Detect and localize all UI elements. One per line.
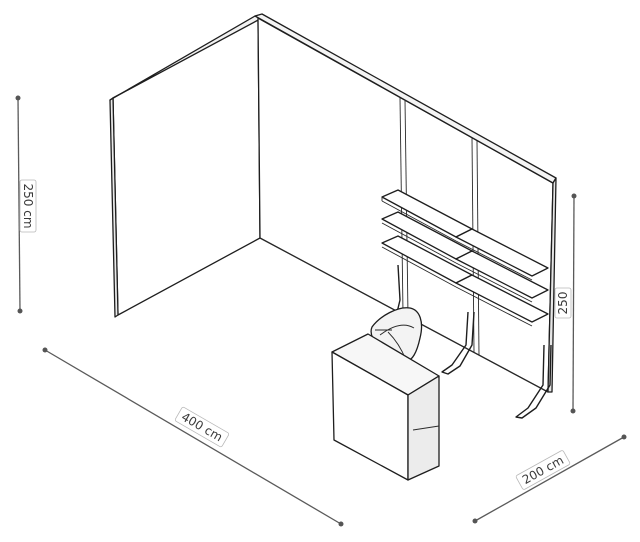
- height-right-label: 250: [556, 292, 570, 315]
- booth-structure: [109, 13, 557, 481]
- shelf-4: [455, 228, 549, 281]
- shelf-5: [455, 250, 549, 303]
- height-left-label: 250 cm: [21, 183, 35, 228]
- dimension-height-left: 250 cm: [15, 95, 37, 314]
- left-wall: [109, 15, 263, 318]
- dimension-width-front: 400 cm: [42, 347, 344, 527]
- shelves: [381, 189, 549, 327]
- counter: [331, 333, 440, 481]
- dimension-depth-right: 200 cm: [472, 434, 627, 524]
- shelf-6: [455, 274, 549, 327]
- dimension-height-right: 250: [554, 193, 577, 414]
